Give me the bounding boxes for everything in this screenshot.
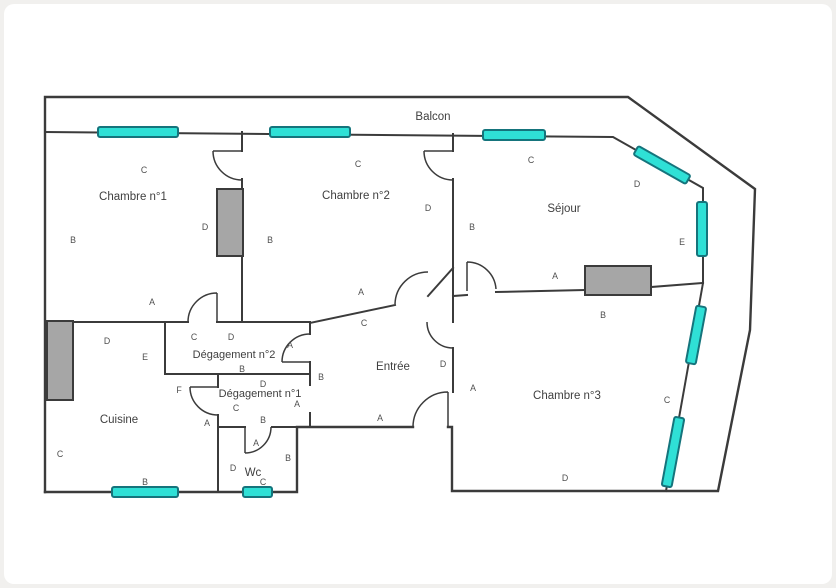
closets xyxy=(46,188,652,401)
wall-code-label: B xyxy=(600,310,606,320)
room-label-degagement-1: Dégagement n°1 xyxy=(219,388,302,400)
wall-code-label: B xyxy=(70,235,76,245)
wall-code-label: C xyxy=(260,477,267,487)
windows xyxy=(97,126,708,498)
wall-code-label: D xyxy=(562,473,568,483)
wall-code-label: C xyxy=(141,165,148,175)
room-label-entree: Entrée xyxy=(376,361,410,373)
window-marker xyxy=(696,201,708,257)
door-arc xyxy=(189,386,219,416)
wall-code-label: D xyxy=(104,336,110,346)
window-marker xyxy=(633,145,691,185)
window-marker xyxy=(269,126,351,138)
outer-wall-main xyxy=(43,95,757,494)
window-marker xyxy=(97,126,179,138)
room-labels: Balcon Chambre n°1 Chambre n°2 Séjour Ch… xyxy=(99,111,601,479)
door-arc xyxy=(394,271,429,305)
wall-code-label: A xyxy=(470,383,476,393)
door-arc xyxy=(212,150,243,181)
door-arc xyxy=(426,321,454,349)
chambre2-entree-wall xyxy=(308,303,397,325)
wall-code-label: D xyxy=(202,222,208,232)
door-arc xyxy=(187,292,218,323)
wall-code-label: A xyxy=(294,399,300,409)
room-label-degagement-2: Dégagement n°2 xyxy=(193,349,276,361)
room-label-sejour: Séjour xyxy=(547,203,580,215)
wall-code-label: C xyxy=(191,332,198,342)
wall-code-label: D xyxy=(440,359,446,369)
room-label-chambre-1: Chambre n°1 xyxy=(99,191,167,203)
wall-code-label: B xyxy=(239,364,245,374)
closet-marker xyxy=(216,188,244,257)
room-label-chambre-2: Chambre n°2 xyxy=(322,190,390,202)
wall-code-label: A xyxy=(204,418,210,428)
door-arc xyxy=(423,150,454,181)
wall-code-label: A xyxy=(287,340,293,350)
room-label-chambre-3: Chambre n°3 xyxy=(533,390,601,402)
door-arc xyxy=(281,333,311,363)
wall-code-label: D xyxy=(425,203,431,213)
wall-code-label: A xyxy=(552,271,558,281)
closet-marker xyxy=(584,265,652,296)
window-marker xyxy=(685,304,707,366)
wall-code-label: C xyxy=(355,159,362,169)
door-arc xyxy=(244,426,272,454)
wall-code-label: A xyxy=(358,287,364,297)
wall-code-label: B xyxy=(318,372,324,382)
wall-code-label: A xyxy=(253,438,259,448)
wall-code-label: C xyxy=(361,318,368,328)
wall-code-label: B xyxy=(469,222,475,232)
wall-code-label: E xyxy=(142,352,148,362)
room-label-balcon: Balcon xyxy=(415,111,450,123)
room-label-wc: Wc xyxy=(245,467,262,479)
sejour-chambre3-wall xyxy=(451,281,705,298)
wall-code-label: A xyxy=(377,413,383,423)
door-arc xyxy=(466,261,497,291)
junction-door-leaf xyxy=(426,266,455,298)
window-marker xyxy=(660,416,686,488)
wall-code-label: B xyxy=(285,453,291,463)
closet-marker xyxy=(46,320,74,401)
window-marker xyxy=(111,486,179,498)
wall-code-label: D xyxy=(260,379,266,389)
wall-code-label: B xyxy=(267,235,273,245)
wall-code-label: C xyxy=(664,395,671,405)
front-door-arc xyxy=(412,391,449,428)
wall-code-label: C xyxy=(57,449,64,459)
room-label-cuisine: Cuisine xyxy=(100,414,138,426)
wall-code-label: B xyxy=(142,477,148,487)
window-marker xyxy=(242,486,273,498)
wall-code-label: A xyxy=(149,297,155,307)
wall-code-label: C xyxy=(233,403,240,413)
window-marker xyxy=(482,129,546,141)
wall-code-label: C xyxy=(528,155,535,165)
wall-code-label: D xyxy=(230,463,236,473)
door-arcs xyxy=(187,150,497,454)
wall-code-label: D xyxy=(634,179,640,189)
wall-code-label: B xyxy=(260,415,266,425)
wall-code-label: F xyxy=(176,385,182,395)
wall-code-labels: C B D A C D B A C D B E A B A C D D E C … xyxy=(57,155,685,487)
wall-code-label: E xyxy=(679,237,685,247)
wall-code-label: D xyxy=(228,332,234,342)
